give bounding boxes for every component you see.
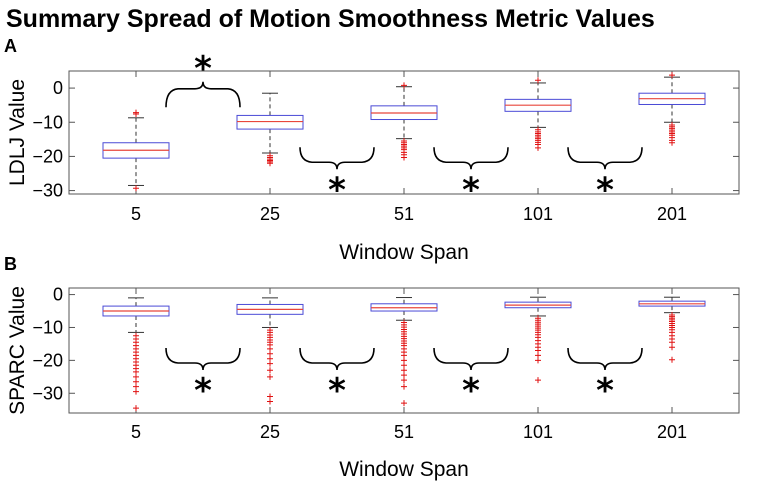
outlier-marker [401, 82, 407, 89]
x-tick-label: 201 [657, 204, 687, 224]
outlier-marker [133, 111, 139, 118]
y-axis-label: LDLJ Value [6, 79, 29, 186]
outlier-marker [535, 357, 541, 364]
y-tick-label: −30 [32, 181, 63, 201]
y-tick-label: −10 [32, 112, 63, 132]
outlier-marker [535, 77, 541, 84]
y-tick-label: 0 [53, 78, 63, 98]
x-axis-label: Window Span [339, 458, 469, 481]
significance-star: * [462, 170, 480, 210]
significance-star: * [596, 170, 614, 210]
y-axis-label: SPARC Value [6, 286, 29, 415]
panel-letter: B [4, 254, 17, 274]
significance-brace [299, 347, 375, 371]
significance-brace [433, 347, 509, 371]
outlier-marker [535, 144, 541, 151]
box-51 [370, 82, 438, 161]
significance-star: * [194, 371, 212, 411]
chart-title: Summary Spread of Motion Smoothness Metr… [6, 5, 655, 33]
outlier-marker [401, 400, 407, 407]
outlier-marker [401, 383, 407, 390]
x-tick-label: 5 [131, 422, 141, 442]
y-tick-label: −30 [32, 383, 63, 403]
box-25 [236, 92, 304, 167]
box-iqr [236, 114, 304, 130]
outlier-marker [535, 377, 541, 384]
significance-star: * [328, 170, 346, 210]
x-tick-label: 51 [394, 204, 414, 224]
significance-brace [165, 347, 241, 371]
box-25 [236, 297, 304, 405]
significance-star: * [596, 371, 614, 411]
y-tick-label: −20 [32, 350, 63, 370]
box-201 [638, 72, 706, 146]
outlier-marker [267, 398, 273, 405]
significance-brace [433, 147, 509, 170]
significance-brace [299, 147, 375, 170]
outlier-marker [669, 344, 675, 351]
x-tick-label: 5 [131, 204, 141, 224]
x-tick-label: 25 [260, 204, 280, 224]
outlier-marker [267, 160, 273, 167]
x-tick-label: 101 [523, 204, 553, 224]
outlier-marker [133, 405, 139, 412]
x-tick-label: 101 [523, 422, 553, 442]
outlier-marker [669, 356, 675, 363]
outlier-marker [267, 367, 273, 374]
box-5 [102, 109, 170, 192]
x-tick-label: 201 [657, 422, 687, 442]
box-101 [504, 296, 572, 384]
box-5 [102, 297, 170, 412]
significance-star: * [328, 371, 346, 411]
y-tick-label: −20 [32, 146, 63, 166]
box-101 [504, 77, 572, 151]
outlier-marker [267, 360, 273, 367]
outlier-marker [669, 72, 675, 79]
x-axis-label: Window Span [339, 241, 469, 264]
outlier-marker [133, 185, 139, 192]
x-tick-label: 51 [394, 422, 414, 442]
panel-letter: A [4, 36, 17, 56]
outlier-marker [669, 139, 675, 146]
outlier-marker [401, 377, 407, 384]
y-tick-label: −10 [32, 317, 63, 337]
outlier-marker [401, 154, 407, 161]
significance-star: * [462, 371, 480, 411]
significance-brace [165, 81, 241, 108]
x-tick-label: 25 [260, 422, 280, 442]
significance-brace [567, 147, 643, 170]
outlier-marker [267, 373, 273, 380]
outlier-marker [133, 388, 139, 395]
box-51 [370, 297, 438, 407]
y-tick-label: 0 [53, 285, 63, 305]
box-201 [638, 296, 706, 363]
significance-brace [567, 347, 643, 371]
significance-star: * [194, 49, 212, 89]
